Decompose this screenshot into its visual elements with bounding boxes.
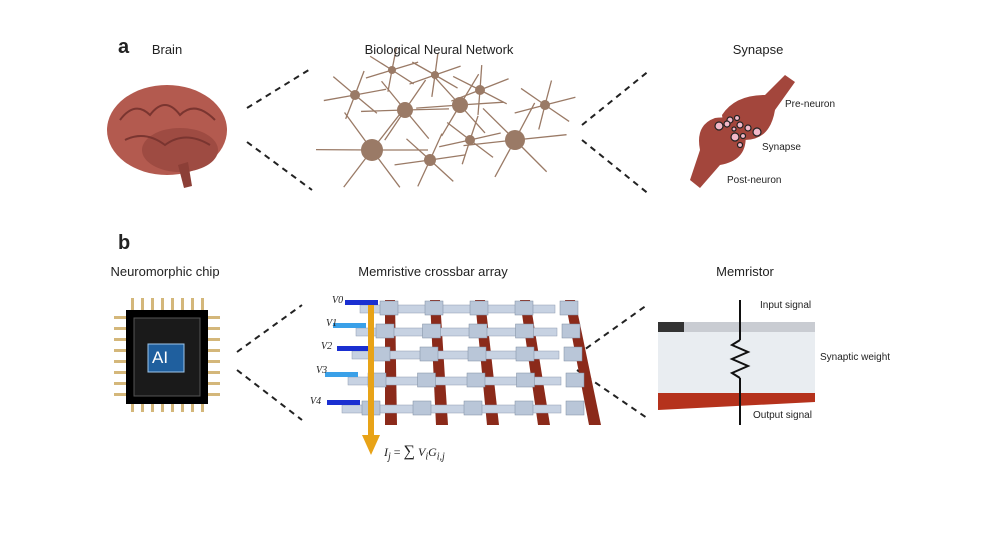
memristor-cell	[515, 323, 534, 339]
memristor-cell	[559, 300, 579, 316]
neuron-body	[397, 102, 413, 118]
input-signal-label: Input signal	[760, 300, 812, 311]
neuron-body	[475, 85, 485, 95]
memristor-title: Memristor	[716, 264, 774, 279]
memristor-cell	[375, 323, 395, 339]
memristor-cell	[419, 346, 439, 362]
neuron-body	[350, 90, 360, 100]
voltage-input-bar	[327, 400, 360, 405]
voltage-label: V3	[316, 365, 328, 376]
synapse-illustration	[690, 75, 795, 188]
neuron-body	[431, 71, 439, 79]
crossbar-title: Memristive crossbar array	[358, 264, 508, 279]
neuron-body	[452, 97, 468, 113]
brain-title: Brain	[151, 42, 183, 57]
memristor-cell	[424, 300, 444, 316]
memristor-cell	[467, 346, 487, 362]
neuromorphic-chip-illustration	[114, 298, 220, 412]
memristor-cell	[563, 346, 583, 362]
memristor-cell	[515, 346, 535, 362]
memristor-cell	[371, 346, 391, 362]
memristor-cell	[565, 400, 585, 416]
voltage-input-bar	[333, 323, 366, 328]
neuron-body	[388, 66, 396, 74]
row-electrode	[351, 350, 560, 360]
memristor-cell	[379, 300, 399, 316]
row-electrode	[359, 304, 556, 314]
memristor-illustration	[658, 300, 815, 425]
neuron-body	[361, 139, 383, 161]
panel-label-b: b	[118, 232, 131, 254]
panel-label-a: a	[118, 36, 130, 58]
neural-network-illustration	[315, 48, 576, 188]
memristor-cell	[466, 372, 486, 388]
memristor-cell	[469, 300, 489, 316]
row-electrode	[341, 404, 562, 414]
synaptic-weight-label: Synaptic weight	[820, 352, 891, 363]
output-signal-label: Output signal	[753, 410, 812, 421]
pre-neuron-label: Pre-neuron	[785, 99, 836, 110]
brain-illustration	[107, 85, 227, 188]
current-formula: Ij = ∑ ViGi,j	[384, 443, 445, 463]
neuron-body	[465, 135, 475, 145]
memristor-cell	[463, 400, 483, 416]
memristor-cell	[468, 323, 488, 339]
crossbar-array-illustration	[325, 300, 601, 455]
chip-ai-text: AI	[152, 348, 169, 367]
voltage-input-bar	[337, 346, 370, 351]
memristor-cell	[565, 372, 585, 388]
voltage-label: V2	[321, 341, 333, 352]
synapse-label: Synapse	[762, 142, 801, 153]
voltage-input-bar	[345, 300, 378, 305]
memristor-cell	[422, 323, 441, 339]
row-electrode	[347, 376, 562, 386]
row-electrode	[355, 327, 558, 337]
memristor-cell	[417, 372, 436, 388]
voltage-label: V1	[326, 318, 338, 329]
synapse-title: Synapse	[732, 42, 784, 57]
memristor-cell	[412, 400, 432, 416]
memristor-cell	[514, 300, 534, 316]
memristor-cell	[561, 323, 581, 339]
chip-title: Neuromorphic chip	[110, 264, 220, 279]
post-neuron-label: Post-neuron	[727, 175, 782, 186]
voltage-input-bar	[325, 372, 358, 377]
memristor-cell	[514, 400, 534, 416]
memristor-cell	[516, 372, 535, 388]
current-arrow	[368, 305, 374, 435]
neuron-body	[424, 154, 436, 166]
current-arrow-head	[362, 435, 380, 455]
network-title: Biological Neural Network	[364, 42, 514, 57]
voltage-label: V4	[310, 396, 322, 407]
voltage-label: V0	[332, 295, 344, 306]
neuron-body	[505, 130, 525, 150]
neuron-body	[540, 100, 550, 110]
